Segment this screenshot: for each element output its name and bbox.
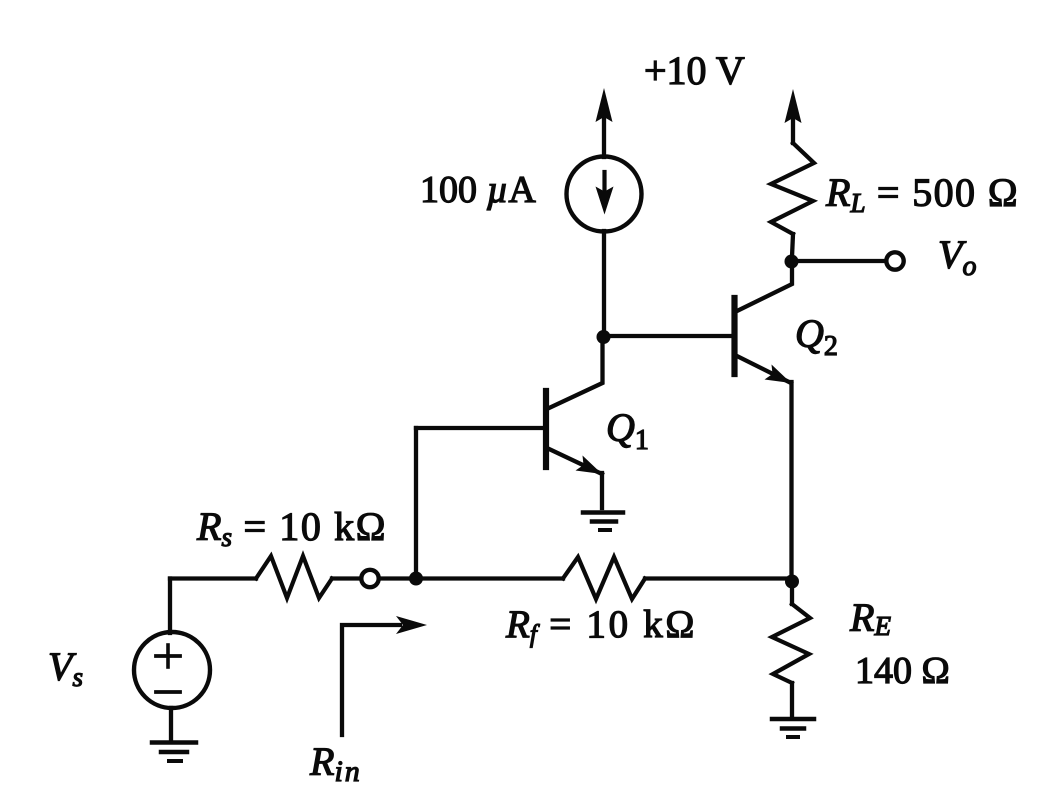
svg-text:Q2: Q2 — [795, 311, 838, 362]
svg-text:Rin: Rin — [309, 739, 362, 788]
svg-text:RL = 500 Ω: RL = 500 Ω — [825, 170, 1019, 218]
svg-text:Vs: Vs — [48, 644, 83, 692]
svg-text:+10 V: +10 V — [644, 48, 745, 93]
svg-text:RE: RE — [849, 595, 891, 641]
svg-text:140 Ω: 140 Ω — [855, 650, 950, 692]
svg-text:Rf = 10 kΩ: Rf = 10 kΩ — [505, 603, 697, 648]
svg-text:100 µA: 100 µA — [420, 169, 536, 211]
svg-text:Rs = 10 kΩ: Rs = 10 kΩ — [196, 504, 387, 552]
svg-text:Q1: Q1 — [606, 405, 649, 456]
svg-text:Vo: Vo — [938, 232, 976, 282]
